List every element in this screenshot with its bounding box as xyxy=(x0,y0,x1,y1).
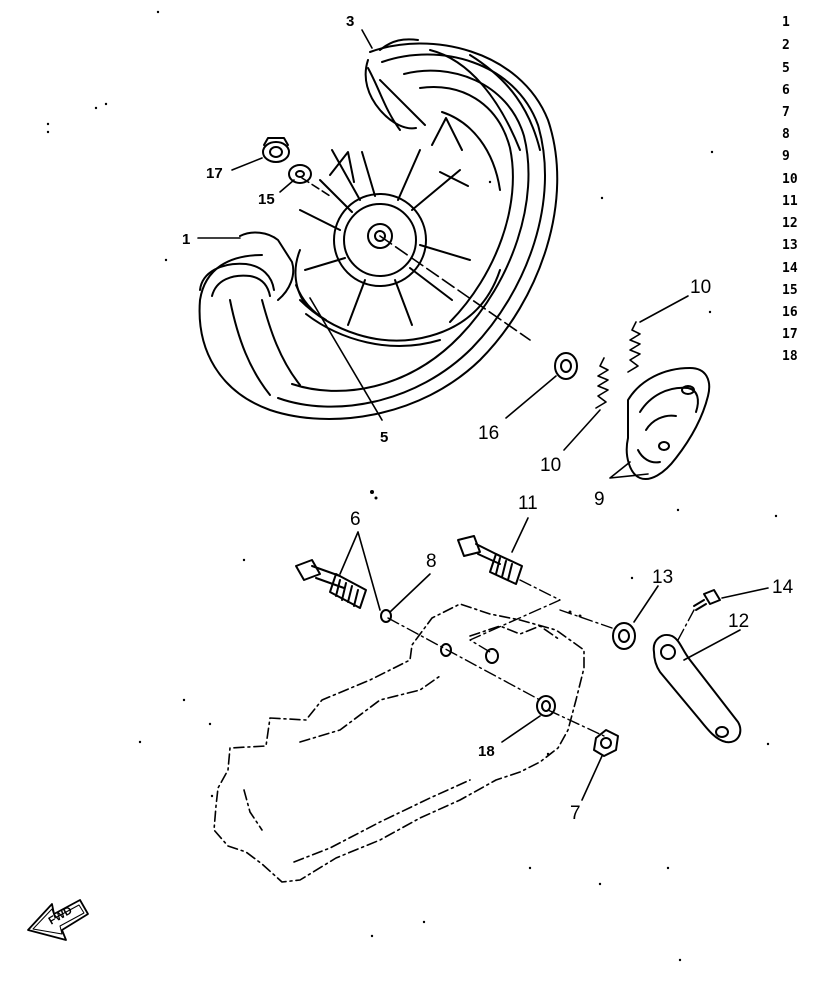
brake-lever-12 xyxy=(652,634,742,744)
index-item: 6 xyxy=(782,83,790,98)
callout-1: 1 xyxy=(182,231,191,248)
index-item: 12 xyxy=(782,216,798,231)
brake-camshaft-11 xyxy=(457,535,523,585)
index-item: 10 xyxy=(782,172,798,187)
spring-10-upper xyxy=(627,321,641,373)
callout-6: 6 xyxy=(350,509,361,530)
index-item: 15 xyxy=(782,283,798,298)
transmission-case-outline xyxy=(213,603,585,883)
rear-wheel-assembly xyxy=(198,38,559,420)
callout-14: 14 xyxy=(772,577,794,598)
callout-8: 8 xyxy=(426,551,437,572)
index-item: 18 xyxy=(782,349,798,364)
callout-5: 5 xyxy=(380,429,389,446)
index-item: 5 xyxy=(782,61,790,76)
callout-18: 18 xyxy=(478,743,495,760)
callout-13: 13 xyxy=(652,567,674,588)
callout-10-lower: 10 xyxy=(540,455,562,476)
leader-lines xyxy=(197,29,769,801)
washer-13 xyxy=(612,622,636,650)
spring-10-lower xyxy=(595,357,609,409)
pin-8 xyxy=(380,609,392,623)
callout-11: 11 xyxy=(518,493,538,514)
forward-arrow-icon xyxy=(27,899,89,941)
tire-outline xyxy=(198,42,559,420)
callout-9: 9 xyxy=(594,489,605,510)
axle-nut-17 xyxy=(262,137,290,163)
case-hole-a xyxy=(440,643,452,657)
assembly-lines xyxy=(387,579,695,737)
washer-16 xyxy=(554,352,578,380)
washer-15 xyxy=(288,164,312,184)
index-item: 2 xyxy=(782,38,790,53)
callout-17: 17 xyxy=(206,165,223,182)
washer-18 xyxy=(536,695,556,717)
drive-shaft-6 xyxy=(295,559,367,609)
callout-16: 16 xyxy=(478,423,500,444)
index-item: 16 xyxy=(782,305,798,320)
nut-7 xyxy=(593,729,619,757)
callout-3: 3 xyxy=(346,13,355,30)
callout-10-upper: 10 xyxy=(690,277,712,298)
callout-12: 12 xyxy=(728,611,750,632)
index-item: 7 xyxy=(782,105,790,120)
index-item: 8 xyxy=(782,127,790,142)
index-item: 11 xyxy=(782,194,798,209)
axle-centerline xyxy=(379,235,531,341)
brake-shoe-9 xyxy=(625,367,711,480)
scan-specks xyxy=(46,10,778,962)
bolt-14 xyxy=(693,589,721,611)
case-hole-b xyxy=(485,648,499,664)
index-item: 14 xyxy=(782,261,798,276)
index-item: 13 xyxy=(782,238,798,253)
index-item: 9 xyxy=(782,149,790,164)
index-item: 17 xyxy=(782,327,798,342)
callout-7: 7 xyxy=(570,803,581,824)
index-item: 1 xyxy=(782,15,790,30)
callout-15: 15 xyxy=(258,191,275,208)
